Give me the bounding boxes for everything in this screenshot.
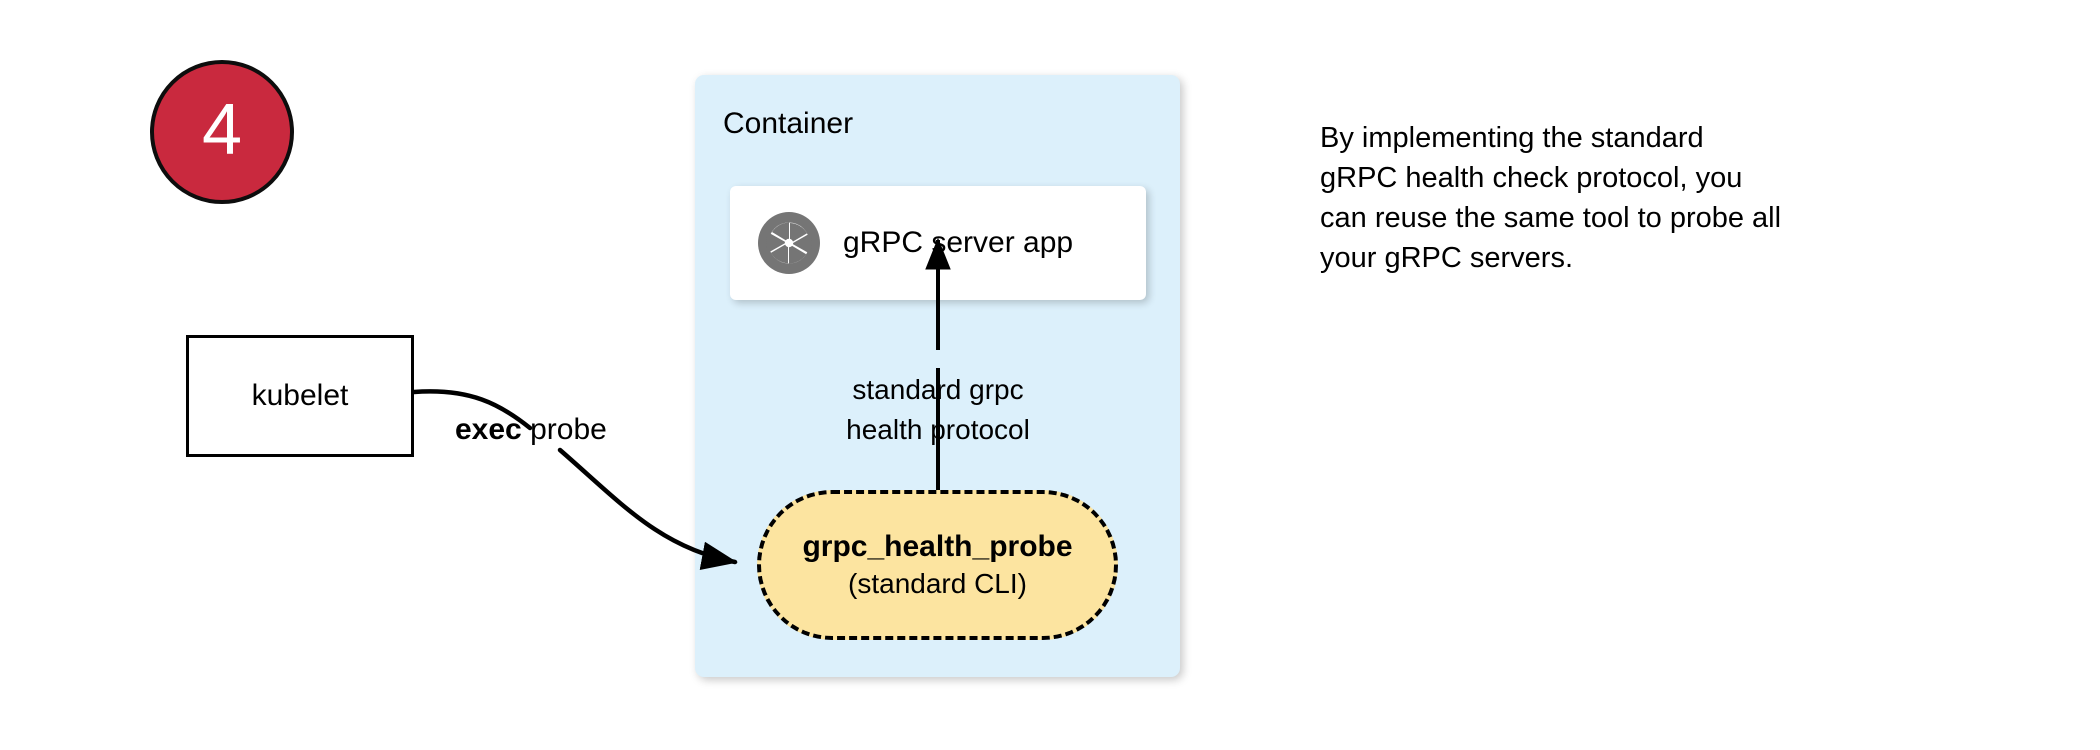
grpc-health-probe-title: grpc_health_probe	[802, 530, 1073, 563]
step-number-badge: 4	[150, 60, 294, 204]
grpc-health-probe-subtitle: (standard CLI)	[848, 568, 1027, 599]
step-number-label: 4	[201, 90, 243, 170]
exec-probe-label-bold: exec	[455, 413, 522, 446]
grpc-health-probe-pill: grpc_health_probe (standard CLI)	[757, 490, 1118, 640]
grpc-server-app-card: gRPC server app	[730, 186, 1146, 300]
protocol-arrow-label: standard grpc health protocol	[846, 374, 1030, 445]
grpc-server-app-label: gRPC server app	[843, 226, 1074, 259]
kubelet-label: kubelet	[251, 379, 349, 412]
container-title: Container	[723, 107, 854, 140]
kubelet-node: kubelet	[186, 335, 414, 457]
side-note-text: By implementing the standard gRPC health…	[1320, 122, 1782, 274]
grpc-aperture-icon	[758, 212, 820, 274]
exec-probe-label-rest: probe	[521, 413, 607, 446]
exec-probe-label: exec probe	[455, 413, 607, 447]
